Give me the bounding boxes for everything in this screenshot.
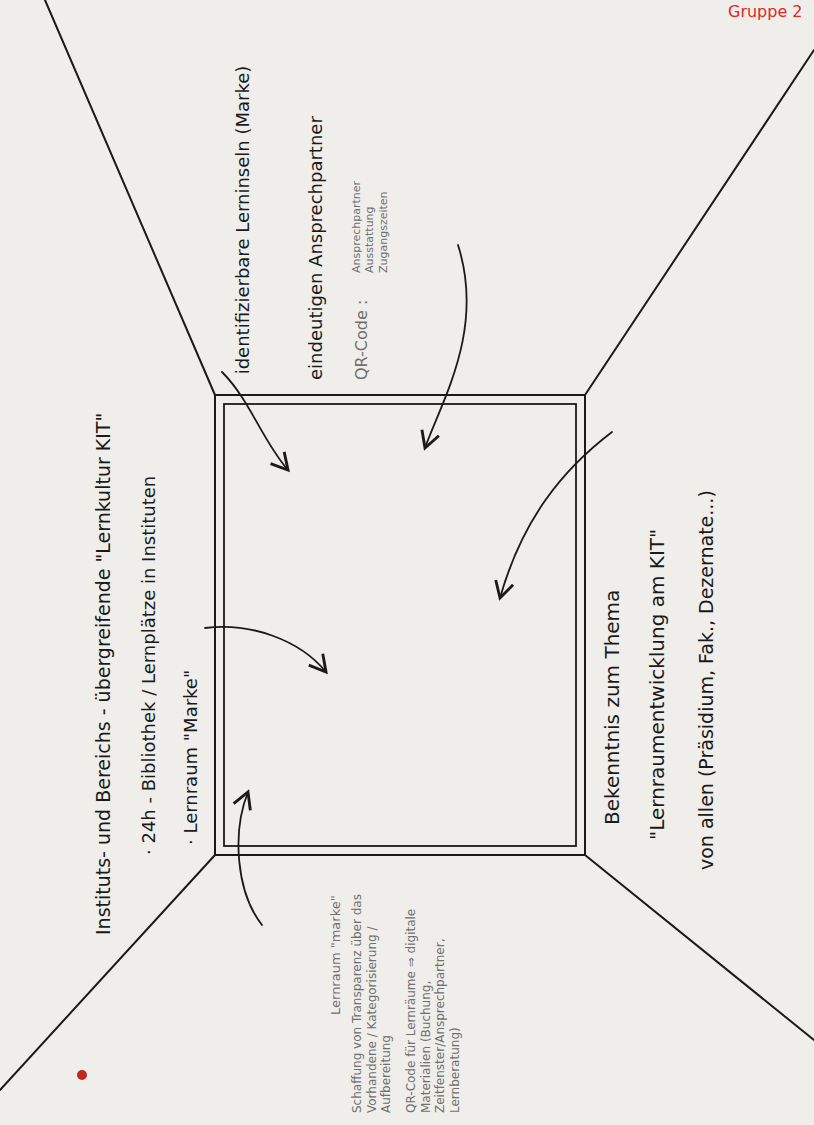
back-wall-inner [224, 404, 576, 846]
note-text: "Lernraumentwicklung am KIT" [645, 400, 669, 840]
group-title: Gruppe 2 [728, 2, 810, 22]
leader-arrow [205, 627, 326, 672]
note-text: Bekenntnis zum Thema [600, 495, 624, 825]
bullet-text: · Lernraum "Marke" [180, 545, 202, 845]
perspective-line [585, 855, 814, 1040]
note-list: Ansprechpartner Ausstattung Zugangszeite… [350, 143, 390, 273]
note-text: eindeutigen Ansprechpartner [305, 0, 327, 380]
note-text: identifizierbare Lerninseln (Marke) [232, 60, 254, 380]
leader-arrow [222, 372, 288, 470]
perspective-line [45, 0, 215, 395]
note-text: QR-Code : [352, 280, 372, 380]
pencil-note: QR-Code für Lernräume ⇒ digitale Materia… [404, 868, 463, 1113]
bullet-text: · 24h - Bibliothek / Lernplätze in Insti… [138, 275, 160, 855]
perspective-line [585, 50, 814, 395]
back-wall [215, 395, 585, 855]
leader-arrow [239, 792, 262, 925]
note-text: von allen (Präsidium, Fak., Dezernate...… [695, 370, 718, 870]
leader-arrow [500, 432, 612, 598]
note-text: Instituts- und Bereichs - übergreifende … [92, 215, 115, 935]
pencil-note: Lernraum "marke" [328, 860, 344, 1015]
pencil-note: Schaffung von Transparenz über das Vorha… [350, 868, 394, 1113]
pin-dot [77, 1070, 87, 1080]
leader-arrow [425, 245, 467, 448]
